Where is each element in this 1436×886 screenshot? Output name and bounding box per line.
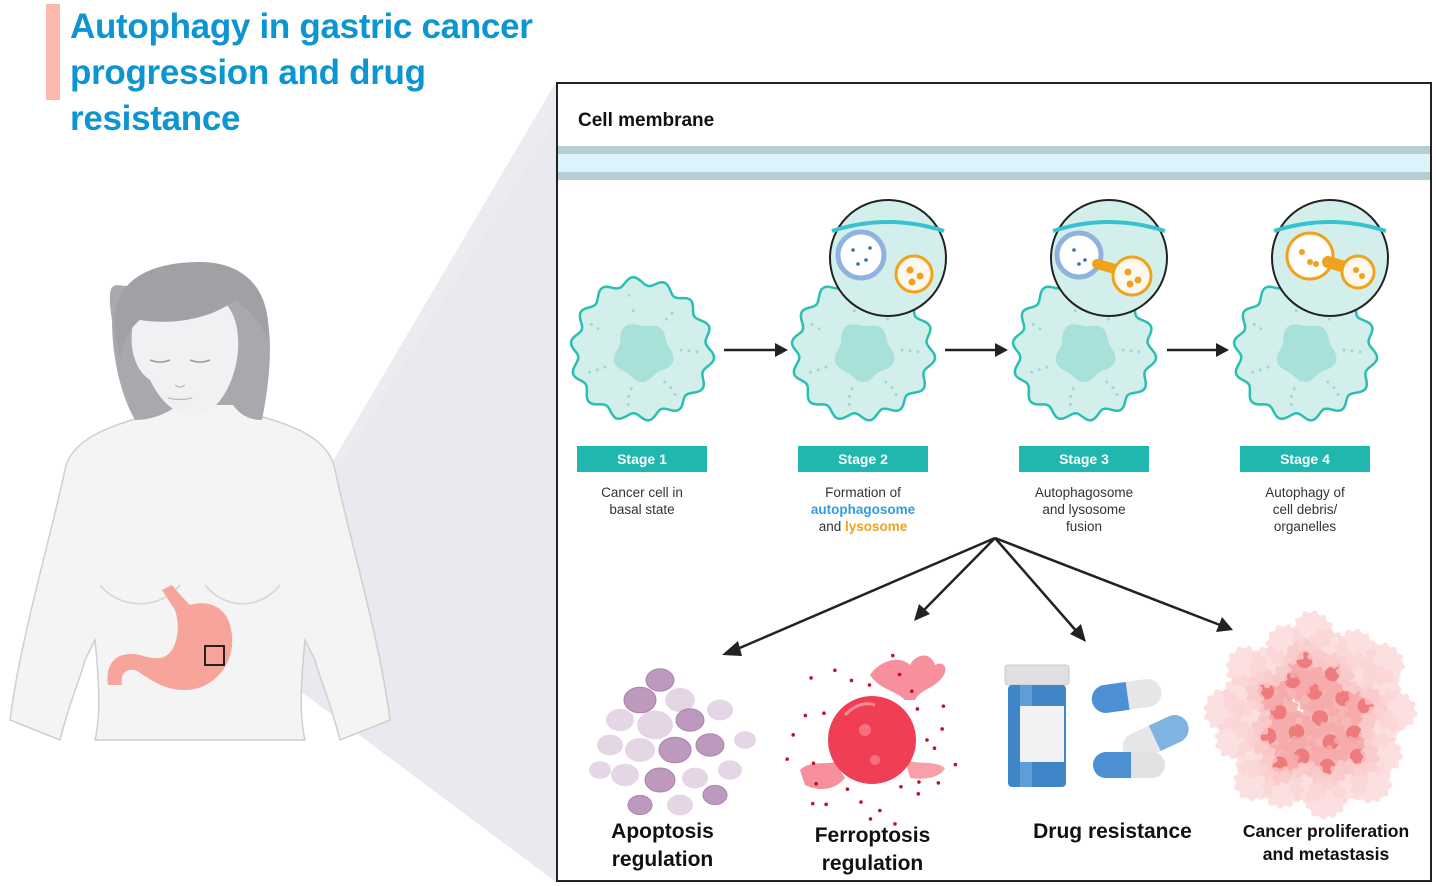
outcome-proliferation-label: Cancer proliferation and metastasis bbox=[1226, 820, 1426, 866]
desc-line: Autophagy of bbox=[1265, 485, 1345, 500]
title-line-1: Autophagy in gastric cancer bbox=[70, 7, 533, 46]
outcome-apoptosis-label: Apoptosis regulation bbox=[580, 818, 745, 874]
title-line-2: progression and drug bbox=[70, 53, 426, 92]
outcome-line: regulation bbox=[821, 852, 924, 875]
cancer-cell-cluster-icon bbox=[1203, 610, 1418, 820]
outcome-arrows bbox=[722, 536, 1233, 656]
autophagosome-term: autophagosome bbox=[810, 502, 916, 517]
stage-2-description: Formation of autophagosome and lysosome bbox=[783, 484, 943, 535]
stage-arrows bbox=[724, 343, 1229, 357]
outcome-line: Drug resistance bbox=[1033, 820, 1192, 843]
outcome-line: Apoptosis bbox=[611, 820, 714, 843]
desc-line: organelles bbox=[1273, 519, 1337, 534]
desc-line: cell debris/ bbox=[1272, 502, 1338, 517]
cell-membrane-band bbox=[558, 146, 1430, 180]
zoom-panel bbox=[556, 82, 1432, 882]
title-line-3: resistance bbox=[70, 99, 241, 138]
zoom-region-box bbox=[204, 645, 225, 666]
stage-3-description: Autophagosome and lysosome fusion bbox=[1004, 484, 1164, 535]
desc-line: fusion bbox=[1065, 519, 1103, 534]
ferroptosis-cell-icon bbox=[785, 653, 958, 826]
outcome-drug-resistance-label: Drug resistance bbox=[1010, 818, 1215, 846]
cancer-cell-stage-3-icon bbox=[1011, 275, 1158, 422]
stage-2-badge: Stage 2 bbox=[798, 446, 928, 472]
organelle-zoom-stage-2-icon bbox=[829, 199, 947, 317]
desc-line: Autophagosome bbox=[1034, 485, 1134, 500]
cancer-cell-stage-1-icon bbox=[569, 275, 716, 422]
stage-4-description: Autophagy of cell debris/ organelles bbox=[1225, 484, 1385, 535]
outcome-ferroptosis-label: Ferroptosis regulation bbox=[790, 822, 955, 878]
title-accent-bar bbox=[46, 4, 60, 100]
cell-membrane-label: Cell membrane bbox=[578, 110, 715, 131]
outcome-line: and metastasis bbox=[1262, 844, 1390, 864]
capsule-pills-icon bbox=[1091, 679, 1189, 778]
outcome-line: Cancer proliferation bbox=[1242, 821, 1410, 841]
desc-line: basal state bbox=[609, 502, 675, 517]
stage-1-badge: Stage 1 bbox=[577, 446, 707, 472]
desc-line: Formation of bbox=[825, 485, 901, 500]
human-figure-icon bbox=[9, 262, 391, 742]
stomach-icon bbox=[107, 585, 233, 690]
organelle-zoom-stage-4-icon bbox=[1271, 199, 1389, 317]
desc-line: Cancer cell in bbox=[601, 485, 683, 500]
desc-and: and bbox=[818, 519, 845, 534]
stage-4-badge: Stage 4 bbox=[1240, 446, 1370, 472]
lysosome-term: lysosome bbox=[845, 519, 908, 534]
stage-1-description: Cancer cell in basal state bbox=[562, 484, 722, 518]
desc-line: and lysosome bbox=[1042, 502, 1126, 517]
pill-bottle-icon bbox=[1004, 664, 1070, 787]
apoptosis-cell-icon bbox=[589, 668, 756, 816]
stage-3-badge: Stage 3 bbox=[1019, 446, 1149, 472]
page-title: Autophagy in gastric cancer progression … bbox=[70, 4, 630, 142]
outcome-line: regulation bbox=[611, 848, 714, 871]
outcome-line: Ferroptosis bbox=[814, 824, 931, 847]
organelle-zoom-stage-3-icon bbox=[1050, 199, 1168, 317]
